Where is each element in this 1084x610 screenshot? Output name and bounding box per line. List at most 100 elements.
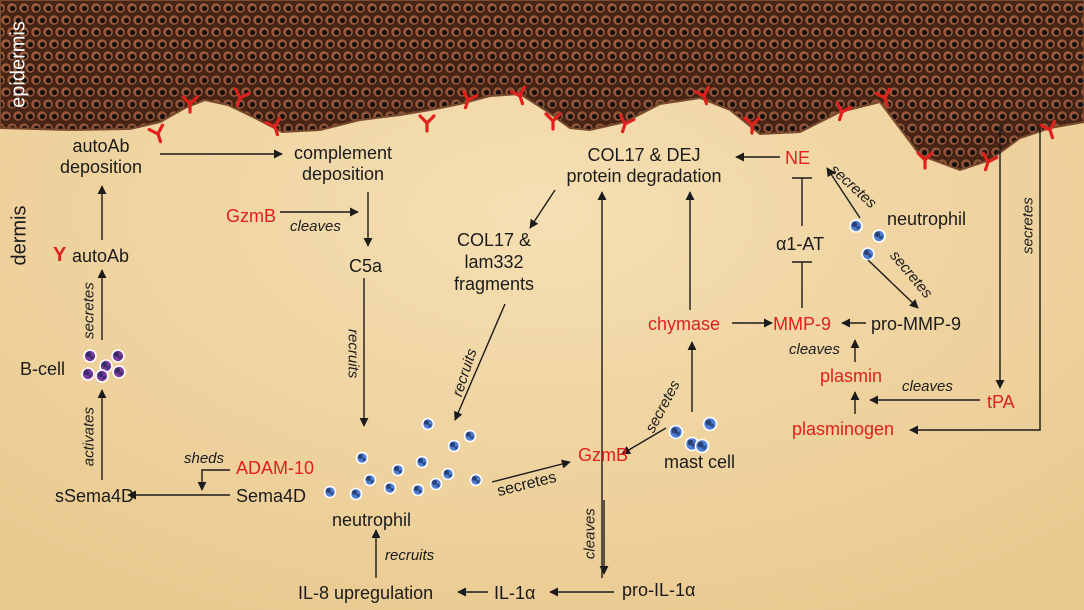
epidermis-nucleus	[135, 89, 142, 96]
epidermis-nucleus	[537, 5, 544, 12]
epidermis-nucleus	[621, 29, 628, 36]
epidermis-nucleus	[1023, 17, 1030, 24]
epidermis-nucleus	[519, 41, 526, 48]
epidermis-nucleus	[885, 5, 892, 12]
epidermis-nucleus	[759, 89, 766, 96]
epidermis-nucleus	[831, 17, 838, 24]
epidermis-nucleus	[273, 5, 280, 12]
epidermis-nucleus	[315, 41, 322, 48]
epidermis-nucleus	[387, 41, 394, 48]
epidermis-nucleus	[81, 101, 88, 108]
alpha1-at-node: α1-AT	[776, 234, 825, 254]
epidermis-nucleus	[957, 125, 964, 132]
epidermis-nucleus	[363, 65, 370, 72]
epidermis-nucleus	[765, 53, 772, 60]
epidermis-nucleus	[261, 5, 268, 12]
epidermis-nucleus	[189, 5, 196, 12]
epidermis-nucleus	[447, 17, 454, 24]
immune-cell	[112, 365, 126, 379]
epidermis-nucleus	[1017, 125, 1024, 132]
epidermis-nucleus	[987, 41, 994, 48]
epidermis-nucleus	[225, 77, 232, 84]
immune-cell	[391, 463, 405, 477]
epidermis-nucleus	[417, 5, 424, 12]
immune-cell	[441, 467, 455, 481]
epidermis-cell	[384, 0, 396, 2]
epidermis-nucleus	[873, 5, 880, 12]
epidermis-nucleus	[213, 77, 220, 84]
epidermis-nucleus	[957, 29, 964, 36]
epidermis-nucleus	[1035, 89, 1042, 96]
epidermis-nucleus	[873, 53, 880, 60]
epidermis-nucleus	[1035, 17, 1042, 24]
epidermis-nucleus	[1029, 77, 1036, 84]
epidermis-cell	[456, 0, 468, 2]
epidermis-nucleus	[3, 89, 10, 96]
epidermis-nucleus	[879, 89, 886, 96]
epidermis-nucleus	[141, 53, 148, 60]
epidermis-nucleus	[597, 5, 604, 12]
epidermis-nucleus	[963, 89, 970, 96]
chymase-node: chymase	[648, 314, 721, 334]
epidermis-nucleus	[975, 113, 982, 120]
epidermis-nucleus	[315, 89, 322, 96]
epidermis-nucleus	[267, 41, 274, 48]
epidermis-nucleus	[801, 5, 808, 12]
epidermis-nucleus	[285, 5, 292, 12]
epidermis-nucleus	[501, 29, 508, 36]
epidermis-nucleus	[159, 41, 166, 48]
epidermis-cell	[48, 0, 60, 2]
epidermis-nucleus	[33, 77, 40, 84]
epidermis-nucleus	[813, 29, 820, 36]
epidermis-nucleus	[207, 17, 214, 24]
epidermis-nucleus	[309, 5, 316, 12]
epidermis-nucleus	[669, 5, 676, 12]
epidermis-nucleus	[669, 77, 676, 84]
epidermis-nucleus	[21, 101, 28, 108]
action-recruits-il8: recruits	[385, 547, 435, 564]
epidermis-nucleus	[93, 5, 100, 12]
epidermis-cell	[96, 0, 108, 2]
epidermis-cell	[960, 0, 972, 2]
epidermis-nucleus	[165, 101, 172, 108]
epidermis-nucleus	[861, 53, 868, 60]
epidermis-nucleus	[165, 77, 172, 84]
epidermis-nucleus	[819, 113, 826, 120]
epidermis-nucleus	[579, 17, 586, 24]
neutrophil-right-node: neutrophil	[887, 209, 967, 229]
epidermis-nucleus	[717, 29, 724, 36]
epidermis-nucleus	[993, 125, 1000, 132]
epidermis-nucleus	[327, 65, 334, 72]
epidermis-cell	[312, 0, 324, 2]
epidermis-nucleus	[729, 5, 736, 12]
epidermis-cell	[612, 0, 624, 2]
epidermis-cell	[924, 0, 936, 2]
epidermis-cell	[684, 0, 696, 2]
epidermis-nucleus	[249, 5, 256, 12]
epidermis-nucleus	[201, 29, 208, 36]
epidermis-nucleus	[573, 53, 580, 60]
epidermis-nucleus	[441, 77, 448, 84]
epidermis-nucleus	[111, 17, 118, 24]
epidermis-nucleus	[585, 101, 592, 108]
epidermis-nucleus	[609, 77, 616, 84]
pro-mmp9-node: pro-MMP-9	[871, 314, 962, 334]
epidermis-nucleus	[45, 101, 52, 108]
epidermis-nucleus	[543, 17, 550, 24]
immune-cell	[463, 429, 477, 443]
epidermis-nucleus	[15, 41, 22, 48]
epidermis-label: epidermis	[7, 21, 30, 108]
epidermis-nucleus	[63, 89, 70, 96]
epidermis-nucleus	[339, 65, 346, 72]
epidermis-nucleus	[855, 41, 862, 48]
epidermis-nucleus	[1077, 53, 1084, 60]
epidermis-nucleus	[825, 29, 832, 36]
immune-cell	[323, 485, 337, 499]
epidermis-nucleus	[603, 41, 610, 48]
epidermis-nucleus	[1011, 89, 1018, 96]
epidermis-nucleus	[1029, 125, 1036, 132]
epidermis-nucleus	[783, 113, 790, 120]
epidermis-nucleus	[477, 29, 484, 36]
epidermis-cell	[816, 0, 828, 2]
